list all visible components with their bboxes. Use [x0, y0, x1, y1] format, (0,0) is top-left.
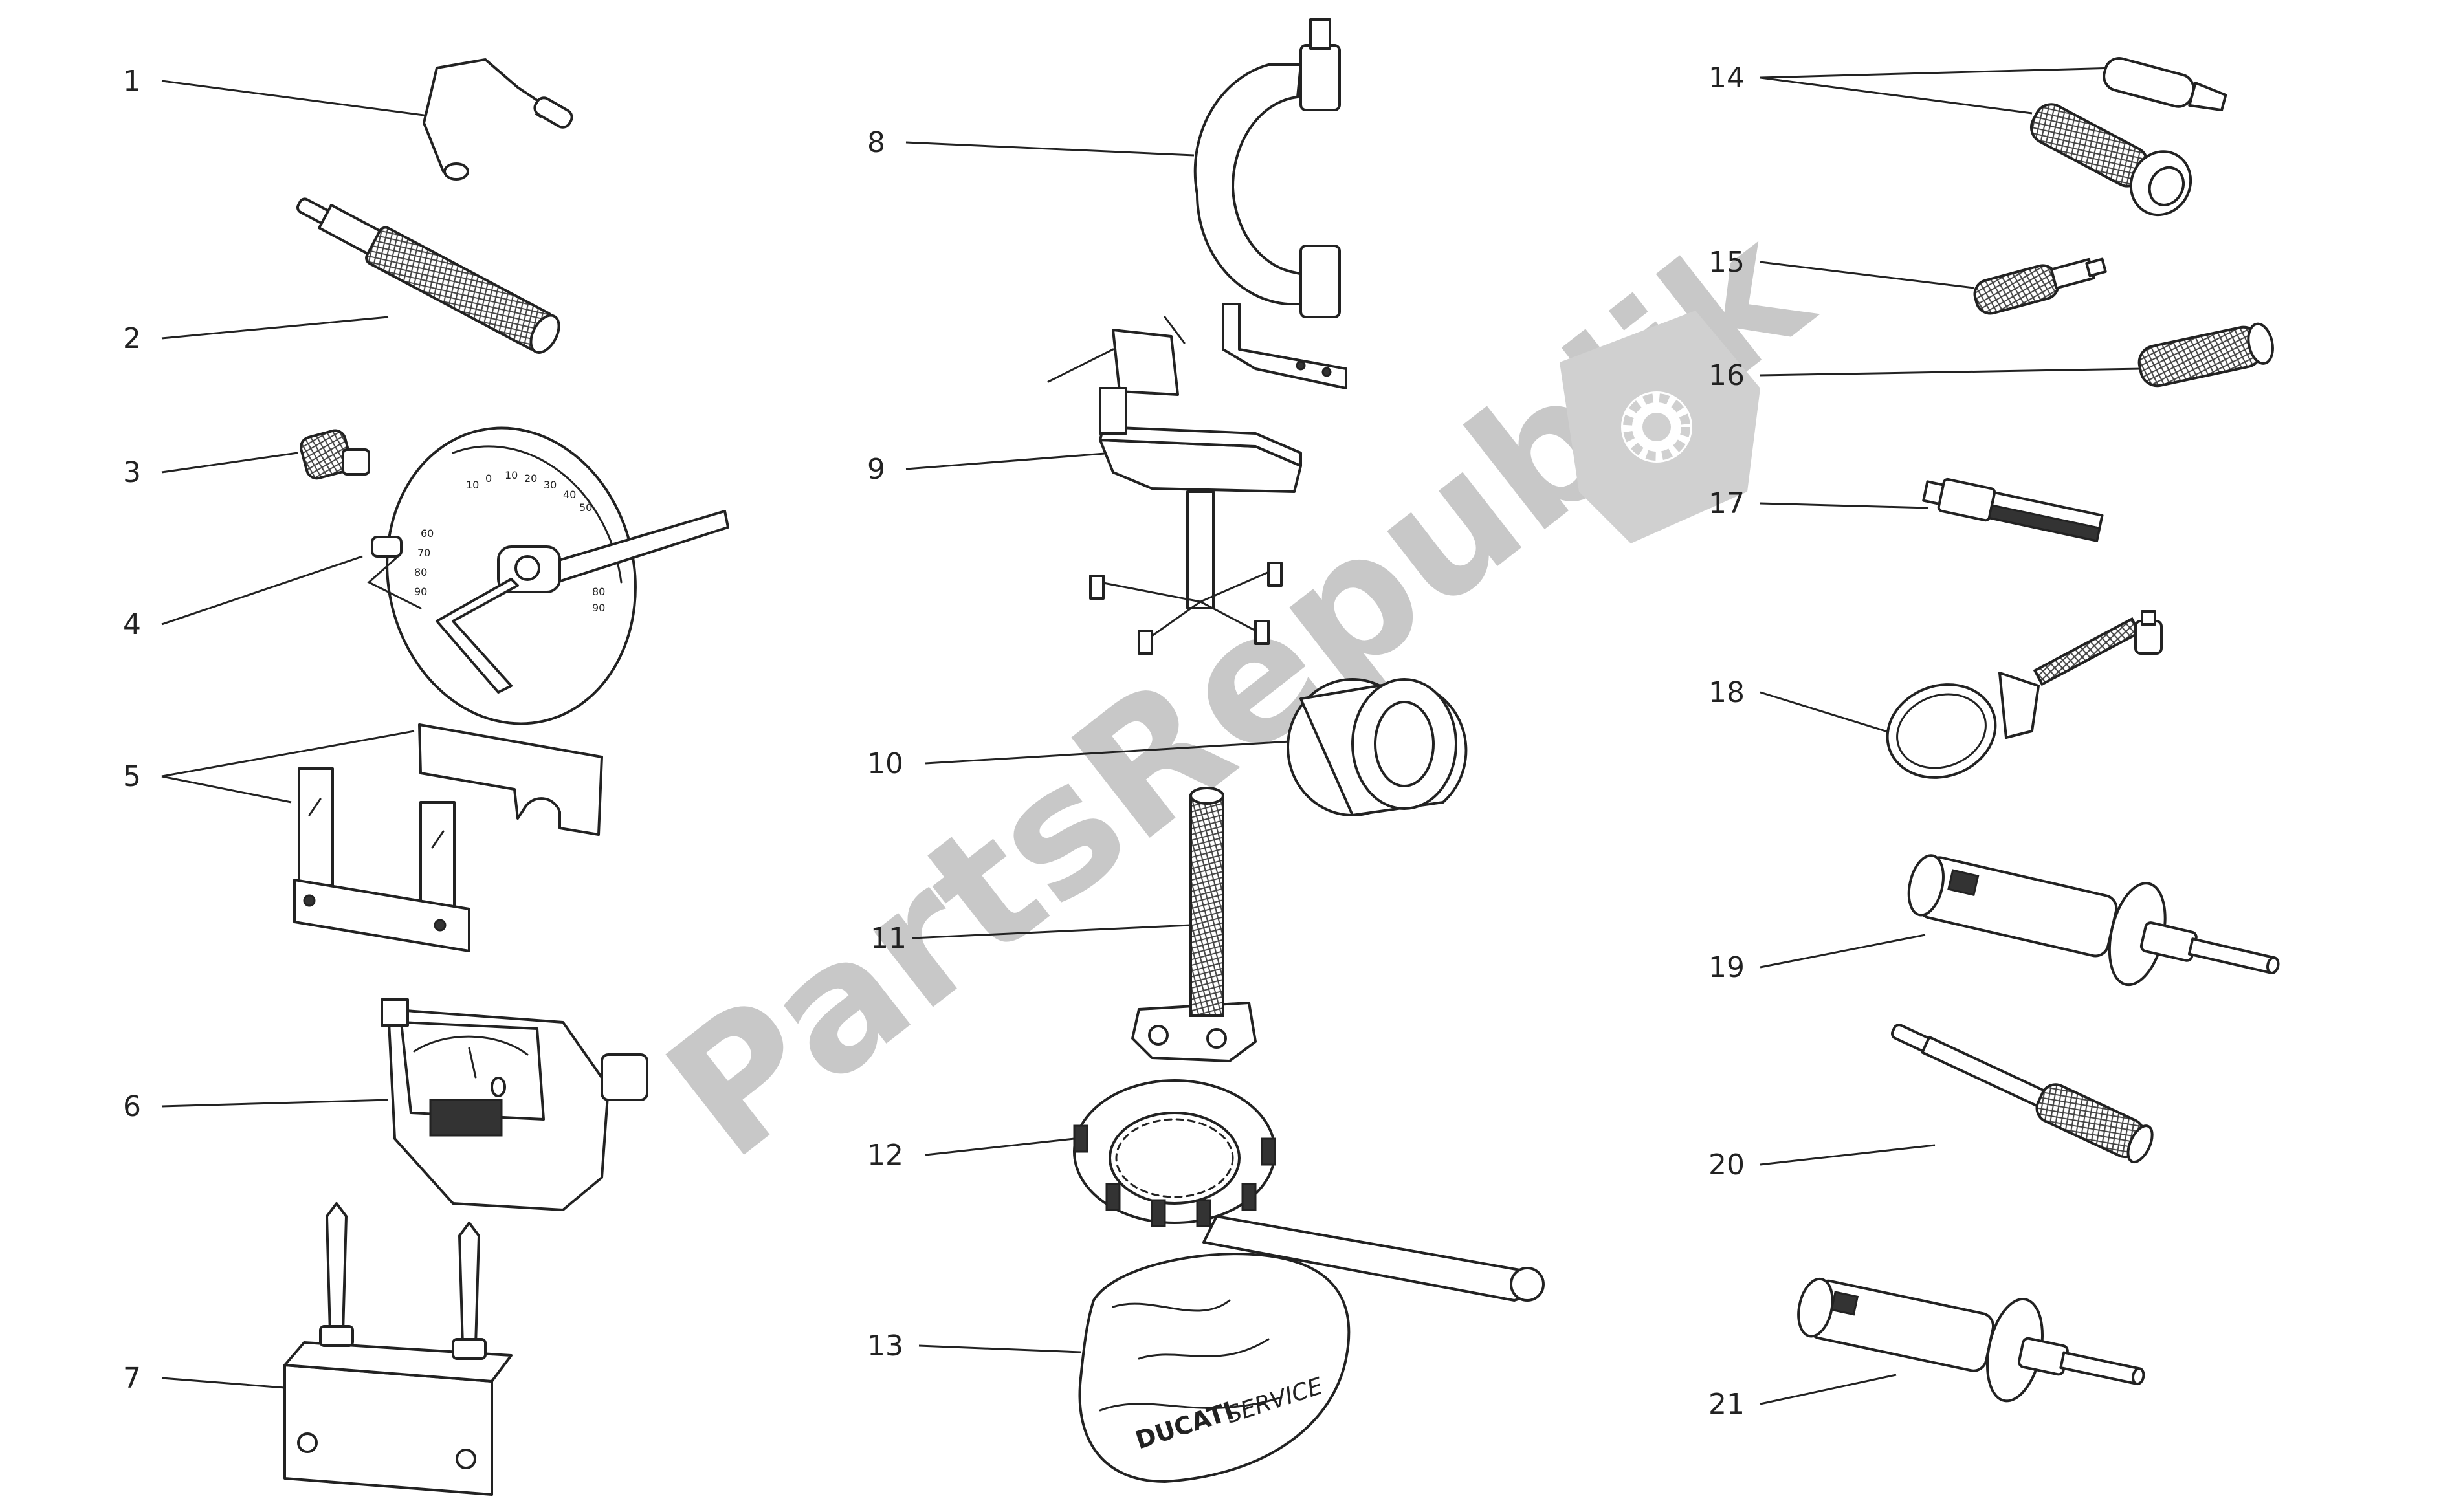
- part-10-ring-sleeve: [1287, 678, 1468, 816]
- part-6-gauge-holder: [381, 998, 648, 1211]
- part-21-puller: [1797, 1277, 2145, 1403]
- part-12-spanner-wrench: [1073, 1079, 1545, 1302]
- callout-7: 7: [123, 1362, 141, 1395]
- leader-line-12: [925, 1137, 1075, 1156]
- part-19-puller: [1907, 854, 2280, 987]
- dial-mark-8: 60: [421, 527, 434, 540]
- part-5-timing-gauges: [293, 723, 603, 952]
- leader-line-15: [1760, 261, 1974, 289]
- watermark-gear-icon: [1560, 311, 1760, 543]
- leader-line-11: [912, 924, 1191, 939]
- leader-line-18: [1760, 691, 1897, 736]
- part-16-knurled-sleeve: [2137, 322, 2274, 388]
- leader-line-1: [161, 80, 434, 118]
- leader-line-7: [161, 1377, 285, 1389]
- callout-18: 18: [1708, 676, 1745, 709]
- leader-line-14b: [1760, 76, 2033, 115]
- part-4-degree-wheel: 10 0 10 20 30 40 50 60 70 80 90 80 90: [367, 426, 729, 725]
- part-18-strap-wrench: [1886, 610, 2163, 779]
- dial-mark-1: 10: [466, 479, 479, 491]
- callout-11: 11: [870, 922, 907, 955]
- part-20-pin-punch: [1890, 1024, 2154, 1163]
- dial-mark-12: 80: [592, 586, 605, 598]
- part-7-pin-fixture: [283, 1202, 513, 1496]
- leader-line-19: [1760, 934, 1926, 969]
- callout-numbers: 1 2 3 4 5 6 7 8 9 10 11 12 13 14 15 16 1…: [123, 61, 1745, 1421]
- callout-5: 5: [123, 760, 141, 793]
- leader-line-2: [161, 316, 389, 340]
- leader-line-20: [1760, 1144, 1936, 1166]
- dial-mark-4: 20: [524, 472, 537, 485]
- leader-line-14a: [1760, 67, 2117, 79]
- leader-line-5b: [161, 775, 292, 804]
- callout-20: 20: [1708, 1148, 1745, 1181]
- callout-13: 13: [867, 1330, 903, 1363]
- leader-line-21: [1760, 1374, 1897, 1405]
- dial-mark-13: 90: [592, 602, 605, 614]
- callout-8: 8: [867, 126, 885, 159]
- leader-line-6: [161, 1099, 389, 1108]
- leader-line-8: [905, 141, 1195, 157]
- dial-mark-7: 50: [579, 501, 592, 514]
- dial-mark-6: 40: [563, 488, 576, 501]
- part-17-gauge-rod: [1922, 477, 2104, 542]
- dial-mark-10: 80: [414, 566, 427, 578]
- part-13-service-cover: DUCATI SERVICE: [1078, 1253, 1351, 1483]
- dial-mark-9: 70: [417, 547, 430, 559]
- leader-line-9: [905, 452, 1114, 470]
- callout-10: 10: [867, 747, 903, 780]
- callout-9: 9: [867, 453, 885, 486]
- callout-1: 1: [123, 65, 141, 98]
- callout-14: 14: [1708, 61, 1745, 94]
- leader-line-13: [918, 1344, 1081, 1353]
- callout-2: 2: [123, 322, 141, 355]
- part-9-engine-stand: [1047, 316, 1302, 655]
- part-3-knurled-nut: [300, 429, 370, 480]
- callout-16: 16: [1708, 359, 1745, 392]
- callout-21: 21: [1708, 1388, 1745, 1421]
- dial-mark-11: 90: [414, 586, 427, 598]
- part-8-c-clamp: [1193, 18, 1347, 389]
- leader-lines: [161, 67, 2143, 1405]
- part-1-crank-tool: [423, 58, 573, 181]
- leader-line-16: [1760, 367, 2143, 377]
- callout-3: 3: [123, 456, 141, 489]
- part-14-sleeve-set: [2030, 57, 2227, 217]
- part-2-handle-tool: [296, 197, 560, 354]
- leader-line-10: [925, 740, 1301, 765]
- callout-19: 19: [1708, 951, 1745, 984]
- part-11-threaded-rod: [1131, 787, 1257, 1062]
- callout-17: 17: [1708, 487, 1745, 520]
- callout-6: 6: [123, 1090, 141, 1123]
- leader-line-5a: [161, 730, 415, 778]
- dial-mark-5: 30: [544, 479, 557, 491]
- leader-line-4: [161, 555, 363, 626]
- dial-mark-2: 0: [485, 472, 492, 485]
- part-15-knurled-pin: [1973, 257, 2107, 315]
- leader-line-17: [1760, 502, 1929, 509]
- callout-15: 15: [1708, 246, 1745, 279]
- dial-mark-3: 10: [505, 469, 518, 481]
- leader-line-3: [161, 452, 298, 474]
- callout-12: 12: [867, 1139, 903, 1172]
- callout-4: 4: [123, 608, 141, 641]
